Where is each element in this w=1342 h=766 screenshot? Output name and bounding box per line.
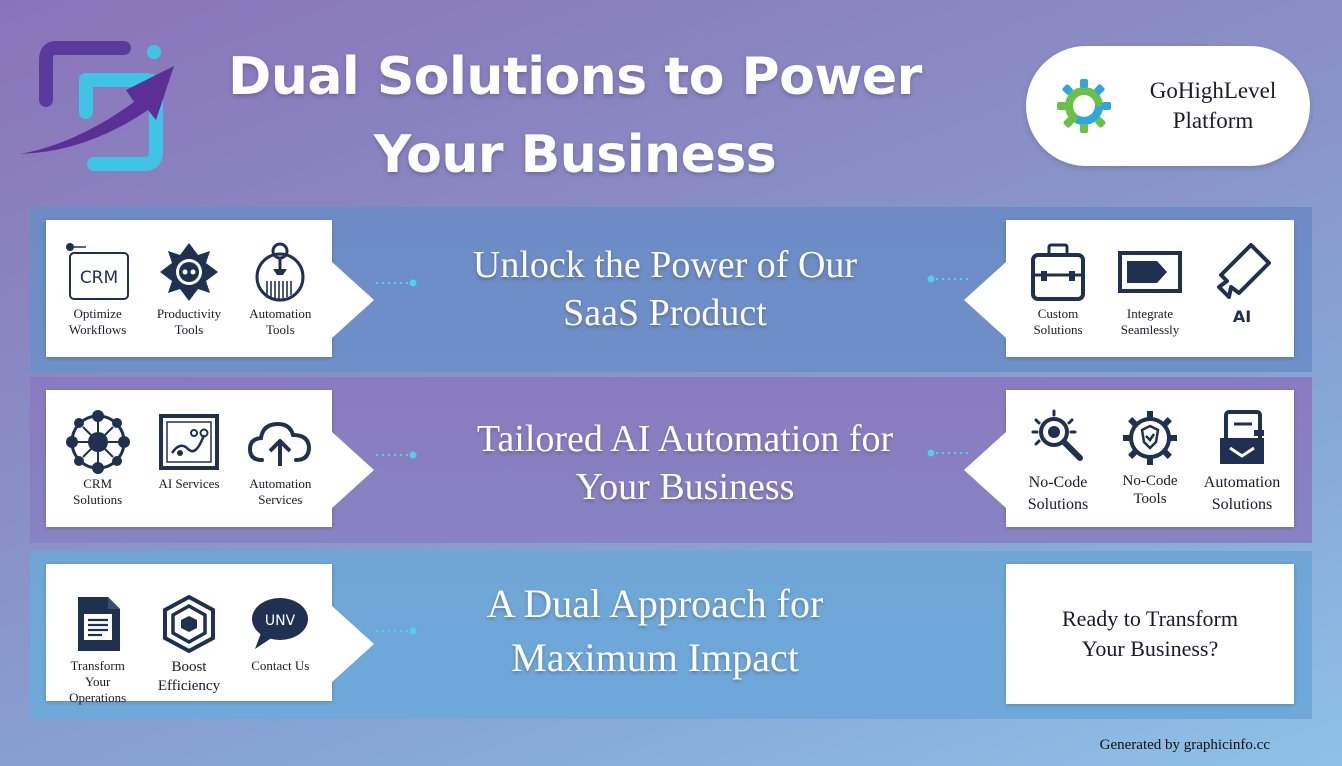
title-line-1: Dual Solutions to Power: [228, 47, 922, 107]
page-title: Dual Solutions to Power Your Business: [200, 38, 950, 194]
card-ai-services: CRM Solutions AI Services: [46, 390, 374, 527]
band-headline: Tailored AI Automation for Your Business: [476, 418, 894, 508]
platform-badge: GoHighLevel Platform: [1026, 46, 1310, 166]
feature-automation-solutions: Automation Solutions: [1198, 406, 1286, 516]
productivity-icon: [159, 243, 218, 301]
feature-automation-services: Automation Services: [236, 410, 324, 508]
feature-ai-services: AI Services: [145, 410, 233, 508]
feature-custom-solutions: Custom Solutions: [1014, 240, 1102, 338]
connector-dots-right: [926, 449, 970, 457]
band-dual-approach: Transform Your Operations Boost Efficien…: [30, 551, 1312, 719]
svg-text:UNV: UNV: [265, 613, 296, 629]
feature-automation-tools: Automation Tools: [236, 240, 324, 338]
footer-credit: Generated by graphicinfo.cc: [1099, 737, 1270, 753]
card-operations: Transform Your Operations Boost Efficien…: [46, 564, 374, 705]
band-saas-product: CRM Optimize Workflows: [30, 207, 1312, 372]
document-machine-icon: [1220, 410, 1264, 464]
automation-icon: [255, 242, 305, 302]
ai-tag-icon: [1217, 243, 1271, 299]
crm-icon: CRM: [65, 243, 129, 300]
connector-dots-left: [374, 627, 418, 635]
feature-crm-solutions: CRM Solutions: [54, 410, 142, 508]
contact-us-link[interactable]: UNV Contact Us: [236, 592, 324, 706]
connector-dots-left: [374, 451, 418, 459]
card-no-code: No-Code Solutions: [964, 390, 1294, 527]
crm-network-icon: [65, 410, 130, 474]
feature-transform-operations: Transform Your Operations: [54, 592, 142, 706]
feature-boost-efficiency: Boost Efficiency: [145, 592, 233, 706]
connector-dots-right: [926, 275, 970, 283]
card-saas-benefits: Custom Solutions Integrate Seamlessly: [964, 220, 1294, 357]
band-headline: A Dual Approach for Maximum Impact: [486, 581, 824, 680]
card-saas-features: CRM Optimize Workflows: [46, 220, 374, 357]
band-headline: Unlock the Power of Our SaaS Product: [472, 244, 858, 334]
feature-integrate-seamlessly: Integrate Seamlessly: [1106, 240, 1194, 338]
hexagon-icon: [162, 594, 215, 654]
integrate-icon: [1118, 251, 1182, 293]
feature-no-code-solutions: No-Code Solutions: [1014, 406, 1102, 516]
connector-dots-left: [374, 279, 418, 287]
title-line-2: Your Business: [373, 125, 777, 185]
cloud-upload-icon: [248, 421, 312, 466]
cta-card[interactable]: Ready to Transform Your Business?: [1006, 564, 1294, 704]
cta-text[interactable]: Ready to Transform Your Business?: [1062, 606, 1238, 661]
ai-services-icon: [158, 414, 219, 470]
brand-logo: [16, 40, 180, 172]
gear-logo-icon: [1057, 79, 1111, 133]
feature-ai: AI: [1198, 240, 1286, 338]
platform-name: GoHighLevel Platform: [1149, 78, 1277, 133]
arrow-logo-icon: [20, 41, 174, 171]
feature-no-code-tools: No-Code Tools: [1106, 406, 1194, 516]
toolbox-icon: [1031, 243, 1085, 301]
document-icon: [77, 597, 120, 651]
band-ai-automation: CRM Solutions AI Services: [30, 377, 1312, 543]
gear-shield-icon: [1123, 411, 1177, 465]
svg-text:CRM: CRM: [79, 268, 117, 288]
feature-optimize-workflows: CRM Optimize Workflows: [54, 240, 142, 338]
feature-productivity-tools: Productivity Tools: [145, 240, 233, 338]
chat-bubble-icon[interactable]: UNV: [249, 595, 311, 653]
search-gear-icon: [1031, 409, 1083, 461]
